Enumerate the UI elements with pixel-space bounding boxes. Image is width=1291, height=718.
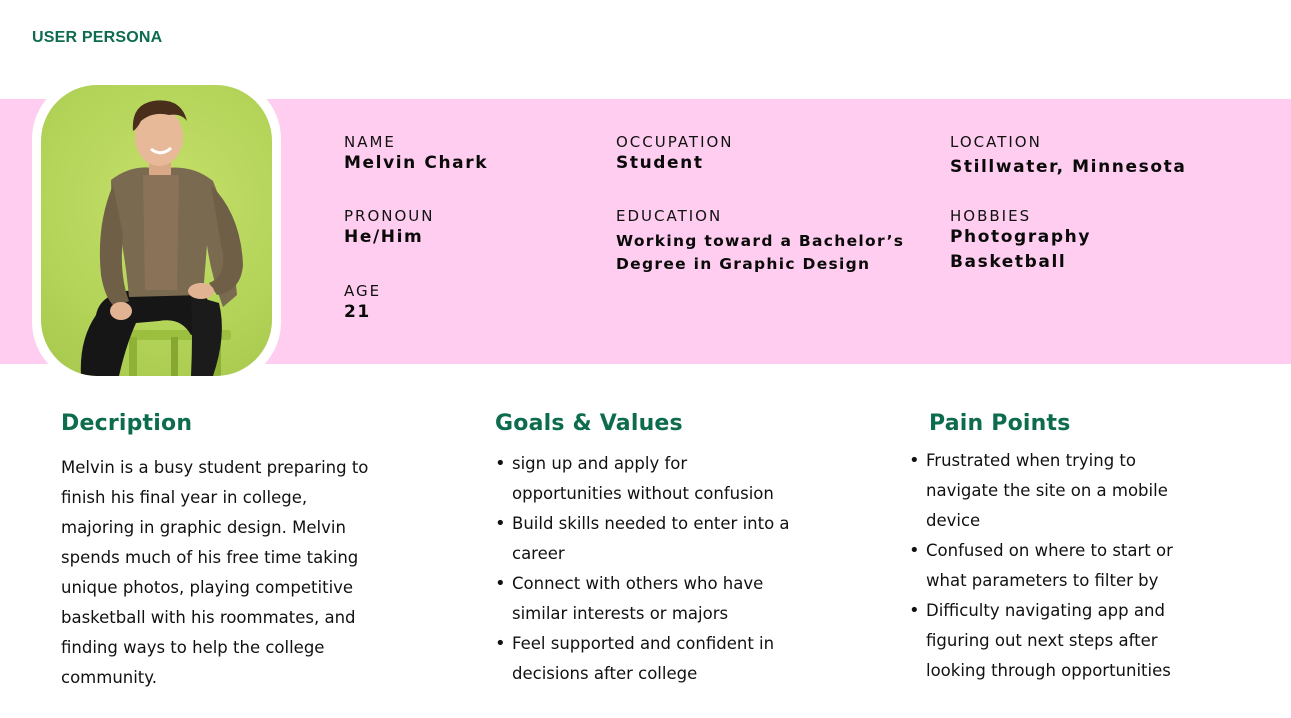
hobby-item: Photography [950, 227, 1092, 247]
hobbies-label: HOBBIES [950, 207, 1032, 225]
location-field: LOCATION Stillwater, Minnesota [950, 133, 1186, 180]
person-photo-icon [41, 85, 272, 376]
name-field: NAME Melvin Chark [344, 133, 488, 176]
list-item: Build skills needed to enter into a care… [495, 509, 800, 569]
name-label: NAME [344, 133, 396, 151]
name-value: Melvin Chark [344, 153, 489, 173]
description-text: Melvin is a busy student preparing to fi… [61, 458, 369, 687]
hobby-item: Basketball [950, 252, 1067, 272]
pain-points-list: Frustrated when trying to navigate the s… [909, 446, 1209, 686]
education-field: EDUCATION Working toward a Bachelor’s De… [616, 207, 904, 276]
education-label: EDUCATION [616, 207, 723, 225]
list-item: sign up and apply for opportunities with… [495, 449, 800, 509]
list-item: Difficulty navigating app and figuring o… [909, 596, 1209, 686]
description-title: Decription [61, 411, 193, 436]
pronoun-field: PRONOUN He/Him [344, 207, 435, 250]
pronoun-value: He/Him [344, 227, 424, 247]
pain-points-title: Pain Points [929, 411, 1071, 436]
education-value-line1: Working toward a Bachelor’s [616, 232, 905, 250]
occupation-value: Student [616, 153, 704, 173]
education-value-line2: Degree in Graphic Design [616, 255, 871, 273]
location-label: LOCATION [950, 133, 1042, 151]
location-value: Stillwater, Minnesota [950, 157, 1187, 177]
list-item: Confused on where to start or what param… [909, 536, 1209, 596]
goals-list: sign up and apply for opportunities with… [495, 449, 800, 689]
occupation-label: OCCUPATION [616, 133, 734, 151]
goals-title: Goals & Values [495, 411, 683, 436]
avatar [32, 77, 281, 384]
page-label: USER PERSONA [32, 29, 163, 46]
age-value: 21 [344, 302, 371, 322]
hobbies-field: HOBBIES Photography Basketball [950, 207, 1091, 275]
occupation-field: OCCUPATION Student [616, 133, 734, 176]
age-field: AGE 21 [344, 282, 381, 325]
age-label: AGE [344, 282, 382, 300]
pronoun-label: PRONOUN [344, 207, 435, 225]
list-item: Connect with others who have similar int… [495, 569, 800, 629]
list-item: Frustrated when trying to navigate the s… [909, 446, 1209, 536]
list-item: Feel supported and confident in decision… [495, 629, 800, 689]
